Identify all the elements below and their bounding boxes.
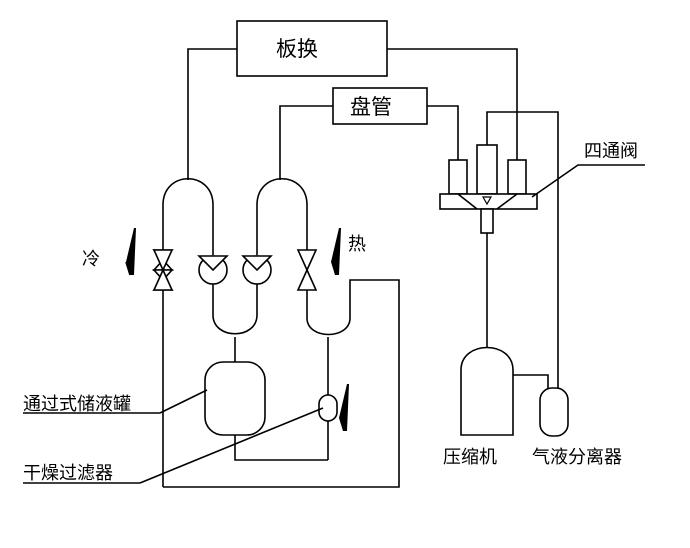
filter-dryer-label: 干燥过滤器 <box>23 463 113 484</box>
compressor <box>460 346 514 436</box>
plate-exchanger-label: 板换 <box>276 37 318 61</box>
heat-solenoid-icon <box>331 228 341 275</box>
filter-solenoid-icon <box>339 384 349 431</box>
four-way-valve-label: 四通阀 <box>584 141 638 162</box>
filter-dryer <box>318 394 338 422</box>
coil: 盘管 <box>332 87 428 125</box>
heat-label: 热 <box>348 234 366 255</box>
receiver-label: 通过式储液罐 <box>23 394 131 415</box>
piping <box>162 48 559 488</box>
four-way-leader <box>531 164 645 198</box>
cold-solenoid-icon <box>125 228 136 276</box>
heat-expansion-valve <box>296 249 318 291</box>
receiver-tank <box>204 361 266 436</box>
coil-label: 盘管 <box>350 95 392 119</box>
cold-expansion-valve <box>152 249 174 291</box>
receiver-leader <box>159 389 208 414</box>
filter-leader <box>139 407 324 484</box>
compressor-label: 压缩机 <box>443 447 497 468</box>
check-valve-left <box>197 255 229 285</box>
plate-exchanger: 板换 <box>236 20 388 77</box>
four-way-valve <box>439 144 538 234</box>
cold-label: 冷 <box>82 249 100 270</box>
gas-liquid-separator <box>539 387 569 437</box>
check-valve-right <box>241 255 273 285</box>
separator-label: 气液分离器 <box>532 447 622 468</box>
